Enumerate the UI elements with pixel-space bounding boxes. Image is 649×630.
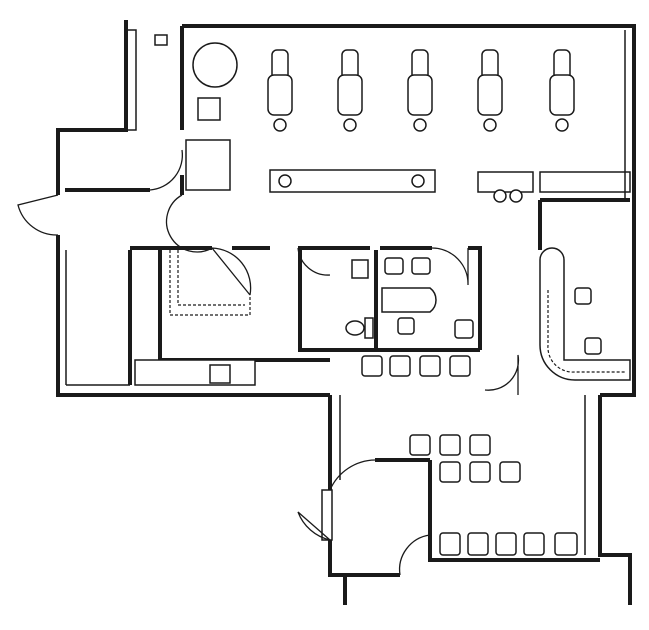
restroom xyxy=(345,259,374,339)
chair-icon xyxy=(584,337,602,355)
counter-lower-left xyxy=(134,359,256,386)
sterilization-counter xyxy=(477,171,534,193)
toilet-icon xyxy=(345,320,365,336)
door-swing-icon xyxy=(431,247,469,286)
chair-icon xyxy=(439,434,461,456)
chair-icon xyxy=(469,461,491,483)
chair-icon xyxy=(449,355,471,377)
chair-icon xyxy=(499,461,521,483)
waiting-chairs xyxy=(361,355,578,556)
door-swing-icon xyxy=(297,247,331,276)
sink-icon xyxy=(209,364,231,384)
lab-unit xyxy=(185,139,231,191)
reception xyxy=(539,247,631,381)
side-counter xyxy=(539,171,631,193)
dental-chair-icon xyxy=(407,49,433,132)
dental-chair-icon xyxy=(337,49,363,132)
chair-icon xyxy=(454,319,474,339)
sink-icon xyxy=(351,259,369,279)
private-office xyxy=(381,257,474,339)
chair-icon xyxy=(554,532,578,556)
dental-chair-icon xyxy=(477,49,503,132)
desk-icon xyxy=(381,287,437,313)
dental-chair-icon xyxy=(267,49,293,132)
sink-icon xyxy=(411,174,425,188)
chair-icon xyxy=(439,532,461,556)
chair-icon xyxy=(574,287,592,305)
chair-icon xyxy=(523,532,545,556)
cabinet xyxy=(197,97,221,121)
chair-icon xyxy=(495,532,517,556)
walls xyxy=(56,20,636,605)
door-swing-icon xyxy=(17,194,59,236)
counters xyxy=(134,42,631,386)
chair-icon xyxy=(411,257,431,275)
chair-icon xyxy=(397,317,415,335)
dental-chairs xyxy=(267,49,575,132)
sink-icon xyxy=(278,174,292,188)
chair-icon xyxy=(469,434,491,456)
chair-icon xyxy=(467,532,489,556)
door-swing-icon xyxy=(149,149,213,253)
center-counter xyxy=(269,169,436,193)
door-swing-icon xyxy=(211,247,252,296)
chair-icon xyxy=(439,461,461,483)
dental-chair-icon xyxy=(549,49,575,132)
reception-counter xyxy=(539,247,631,381)
xray-unit xyxy=(192,42,238,88)
sink-icon xyxy=(509,189,523,203)
sink-icon xyxy=(493,189,507,203)
door-swing-icon xyxy=(297,459,376,541)
chair-icon xyxy=(409,434,431,456)
chair-icon xyxy=(419,355,441,377)
chair-icon xyxy=(361,355,383,377)
chair-icon xyxy=(384,257,404,275)
chair-icon xyxy=(389,355,411,377)
door-swing-icon xyxy=(398,534,431,576)
doors xyxy=(17,149,520,576)
structure-lines xyxy=(65,29,626,555)
door-swing-icon xyxy=(484,354,520,395)
